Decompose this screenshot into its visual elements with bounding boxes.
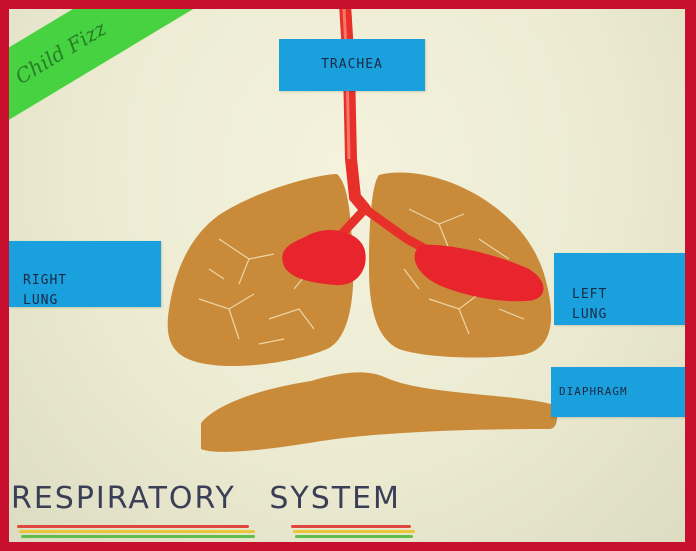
poster-board: Child Fizz TRACHEA — [9, 9, 685, 542]
title-word-system: SYSTEM — [269, 481, 401, 516]
trachea-label: TRACHEA — [279, 39, 425, 91]
title-word-respiratory: RESPIRATORY — [11, 481, 236, 516]
right-lung-label-text: RIGHT LUNG — [23, 273, 67, 307]
underline-green-2 — [295, 535, 413, 538]
poster-title: RESPIRATORY SYSTEM — [11, 481, 401, 516]
diaphragm-label-text: DIAPHRAGM — [559, 385, 628, 398]
underline-red-2 — [291, 525, 411, 528]
underline-yellow-1 — [19, 530, 255, 533]
left-lung-label: LEFT LUNG — [554, 253, 685, 325]
diaphragm-label: DIAPHRAGM — [551, 367, 685, 417]
underline-yellow-2 — [293, 530, 415, 533]
underline-red-1 — [17, 525, 249, 528]
trachea-label-text: TRACHEA — [321, 57, 383, 72]
diaphragm-shape — [201, 372, 557, 451]
underline-green-1 — [21, 535, 255, 538]
right-lung-label: RIGHT LUNG — [9, 241, 161, 307]
left-lung-label-text: LEFT LUNG — [572, 287, 607, 322]
